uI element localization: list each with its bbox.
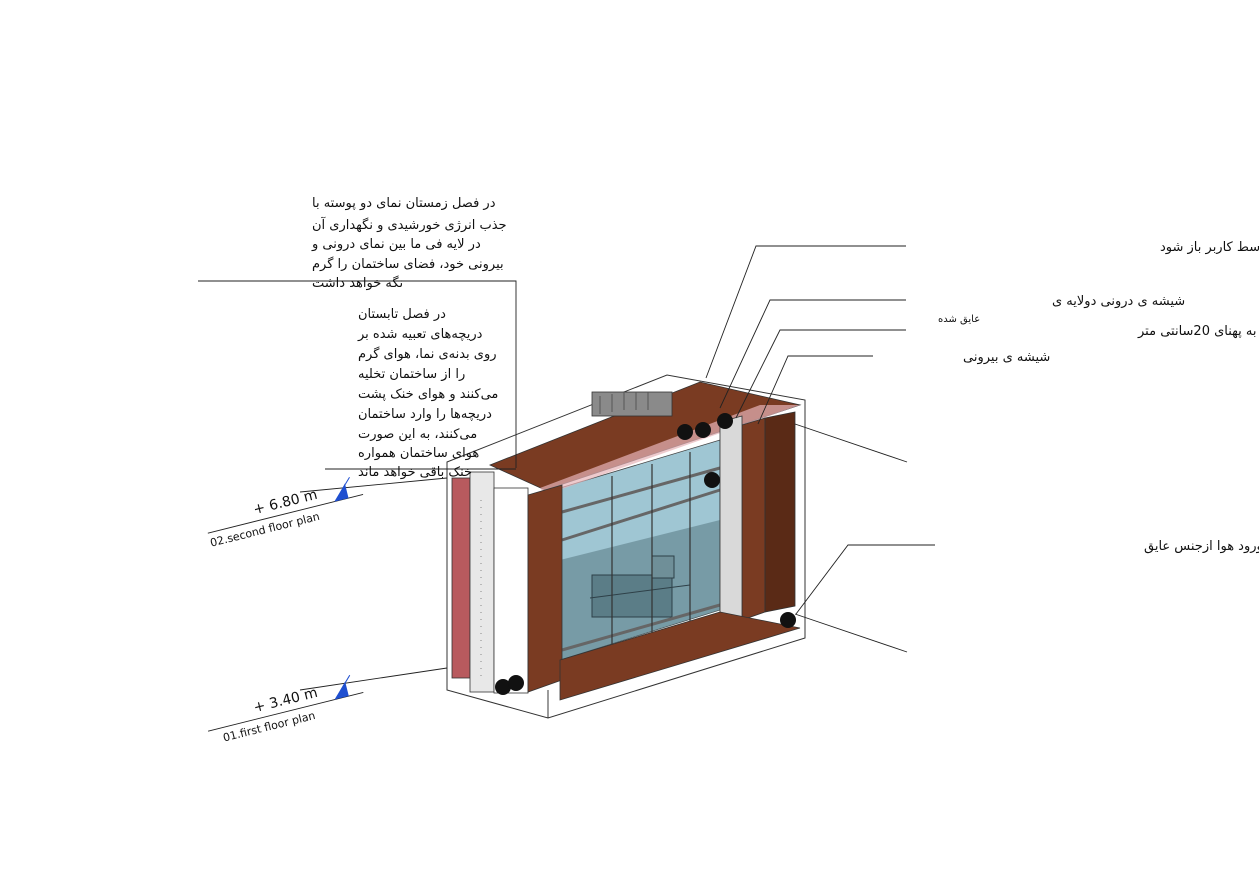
vent-dots [495, 413, 796, 695]
winter-line: در لایه فی ما بین نمای درونی و [311, 237, 481, 252]
right-wood-column [741, 417, 766, 621]
summer-note: در فصل تابستان دریچه‌های تعبیه شده بر رو… [357, 307, 498, 480]
bottom-wood-sill [559, 611, 801, 701]
winter-line: جذب انرژی خورشیدی و نگهداری آن [312, 216, 507, 233]
level-triangle-icon [335, 681, 349, 700]
vent-dot [695, 422, 711, 438]
winter-line: نگه خواهد داشت [312, 275, 403, 291]
facade-model [446, 374, 908, 719]
summer-line: دریچه‌ها را وارد ساختمان [358, 407, 492, 422]
summer-line: در فصل تابستان [358, 307, 446, 322]
inner-glass-label-cont: عایق ‌شده [938, 314, 980, 325]
vent-label: دریچه برای ورود هوا ازجنس عایق [1144, 539, 1259, 554]
summer-line: را از ساختمان تخلیه [358, 367, 465, 382]
vent-dot [780, 612, 796, 628]
summer-line: می‌کنند، به این صورت [358, 427, 477, 442]
winter-line: بیرونی خود، فضای ساختمان را گرم [312, 256, 504, 272]
air-gap-cavity [719, 415, 743, 621]
level-name: 01.first floor plan [222, 709, 317, 745]
vent-dot [495, 679, 511, 695]
winter-line: در فصل زمستان نمای دو پوسته با [312, 196, 496, 211]
brick-layer [451, 477, 471, 679]
vent-dot [508, 675, 524, 691]
vent-dot [704, 472, 720, 488]
vent-dot [677, 424, 693, 440]
window-mullions [561, 466, 721, 652]
summer-line: روی بدنه‌ی نما، هوای گرم [358, 346, 497, 362]
inner-glass-label: شیشه ی درونی دولایه ی [1052, 294, 1185, 309]
vent-dot [717, 413, 733, 429]
level-marker-second: + 6.80 m 02.second floor plan [207, 476, 364, 550]
right-wood-panel [764, 411, 796, 613]
level-marker-first: + 3.40 m 01.first floor plan [207, 674, 364, 745]
summer-line: خنک باقی خواهد ماند [358, 465, 472, 480]
summer-line: هوای ساختمان همواره [358, 446, 479, 461]
inner-window-label: پنجره ی داخلی میتواند توسط کاربر باز شود [1160, 240, 1259, 255]
summer-line: می‌کنند و هوای خنک پشت [358, 387, 498, 402]
outer-glass-label: شیشه ی بیرونی [963, 350, 1050, 365]
level-triangle-icon [334, 483, 349, 502]
insulation-layer [493, 487, 529, 694]
summer-line: دریچه‌های تعبیه شده بر [357, 327, 483, 342]
top-vent-block [591, 391, 673, 417]
air-gap-label: حفره هوای میانی به پهنای 20سانتی متر [1137, 324, 1259, 339]
left-wood-column [527, 484, 563, 693]
winter-note: در فصل زمستان نمای دو پوسته با جذب انرژی… [311, 196, 507, 291]
concrete-layer [469, 471, 495, 693]
leader-lines [198, 245, 935, 691]
